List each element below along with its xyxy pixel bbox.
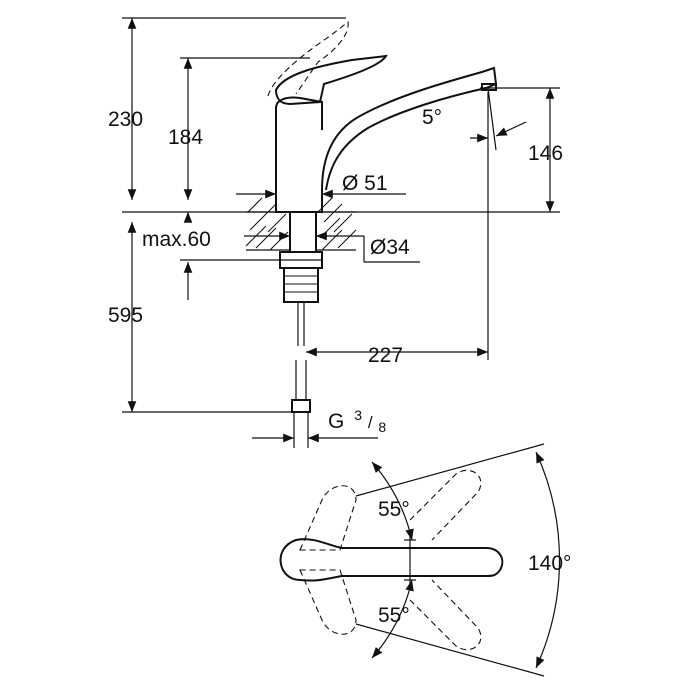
dim-max-thickness: max.60 [142, 228, 211, 251]
lever-position-up [299, 485, 357, 551]
angle-up-label: 55° [378, 498, 410, 521]
thread-numerator: 3 [354, 407, 362, 423]
dim-spout-height: 146 [528, 142, 563, 165]
side-view: 230 184 5° 146 Ø 51 max.60 Ø34 595 227 G… [108, 17, 563, 448]
dim-hole-diameter: Ø34 [370, 236, 410, 259]
lever-position-up-tip [409, 469, 482, 541]
faucet-body [267, 20, 498, 213]
dim-thread: G 3 / 8 [328, 402, 386, 435]
thread-letter: G [328, 410, 344, 433]
thread-denominator: 8 [378, 419, 386, 435]
angle-total-label: 140° [528, 552, 571, 575]
arc-55-down [371, 579, 414, 659]
thread-slash: / [368, 413, 373, 432]
dim-reach: 227 [368, 344, 403, 367]
dim-supply-length: 595 [108, 304, 143, 327]
dim-spout-angle: 5° [422, 106, 442, 129]
lever-position-down [299, 569, 357, 635]
dim-total-height: 230 [108, 108, 143, 131]
dim-body-diameter: Ø 51 [342, 172, 388, 195]
angle-down-label: 55° [378, 604, 410, 627]
dimension-lines [127, 18, 555, 443]
worktop-hatch [245, 197, 357, 251]
dim-lever-height: 184 [168, 126, 203, 149]
lever-main [279, 538, 504, 582]
arc-55-up [371, 461, 414, 541]
arc-140 [535, 451, 561, 669]
lever-position-down-tip [409, 579, 482, 651]
extension-lines [122, 17, 560, 413]
plan-view: 55° 55° 140° [279, 443, 571, 677]
shank-and-hoses [279, 212, 323, 448]
